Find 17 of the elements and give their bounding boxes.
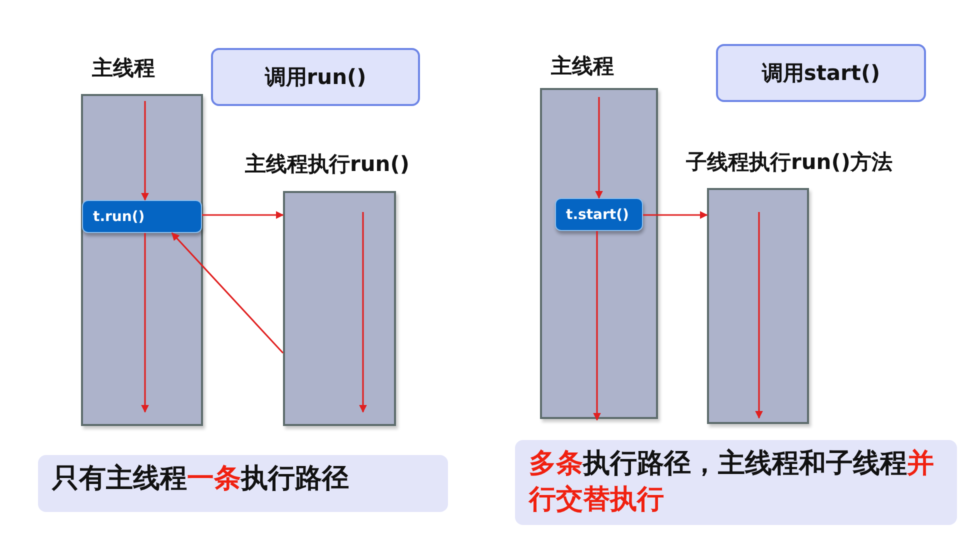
- arrow: [141, 233, 149, 413]
- method-call-box: t.run(): [82, 200, 202, 233]
- arrow: [171, 232, 284, 354]
- thread-heading: 子线程执行run()方法: [686, 149, 892, 176]
- call-label-box: 调用start(): [716, 44, 926, 102]
- arrow: [141, 101, 149, 201]
- arrow: [593, 231, 601, 421]
- arrow: [595, 97, 603, 199]
- call-label-box: 调用run(): [211, 48, 420, 106]
- method-call-box: t.start(): [555, 198, 643, 231]
- thread-heading: 主线程执行run(): [245, 151, 410, 178]
- thread-heading: 主线程: [92, 55, 155, 82]
- note-box: 多条执行路径，主线程和子线程并行交替执行: [515, 440, 957, 525]
- thread-heading: 主线程: [551, 53, 614, 80]
- arrow: [202, 211, 284, 219]
- arrow: [643, 211, 708, 219]
- note-box: 只有主线程一条执行路径: [38, 455, 448, 512]
